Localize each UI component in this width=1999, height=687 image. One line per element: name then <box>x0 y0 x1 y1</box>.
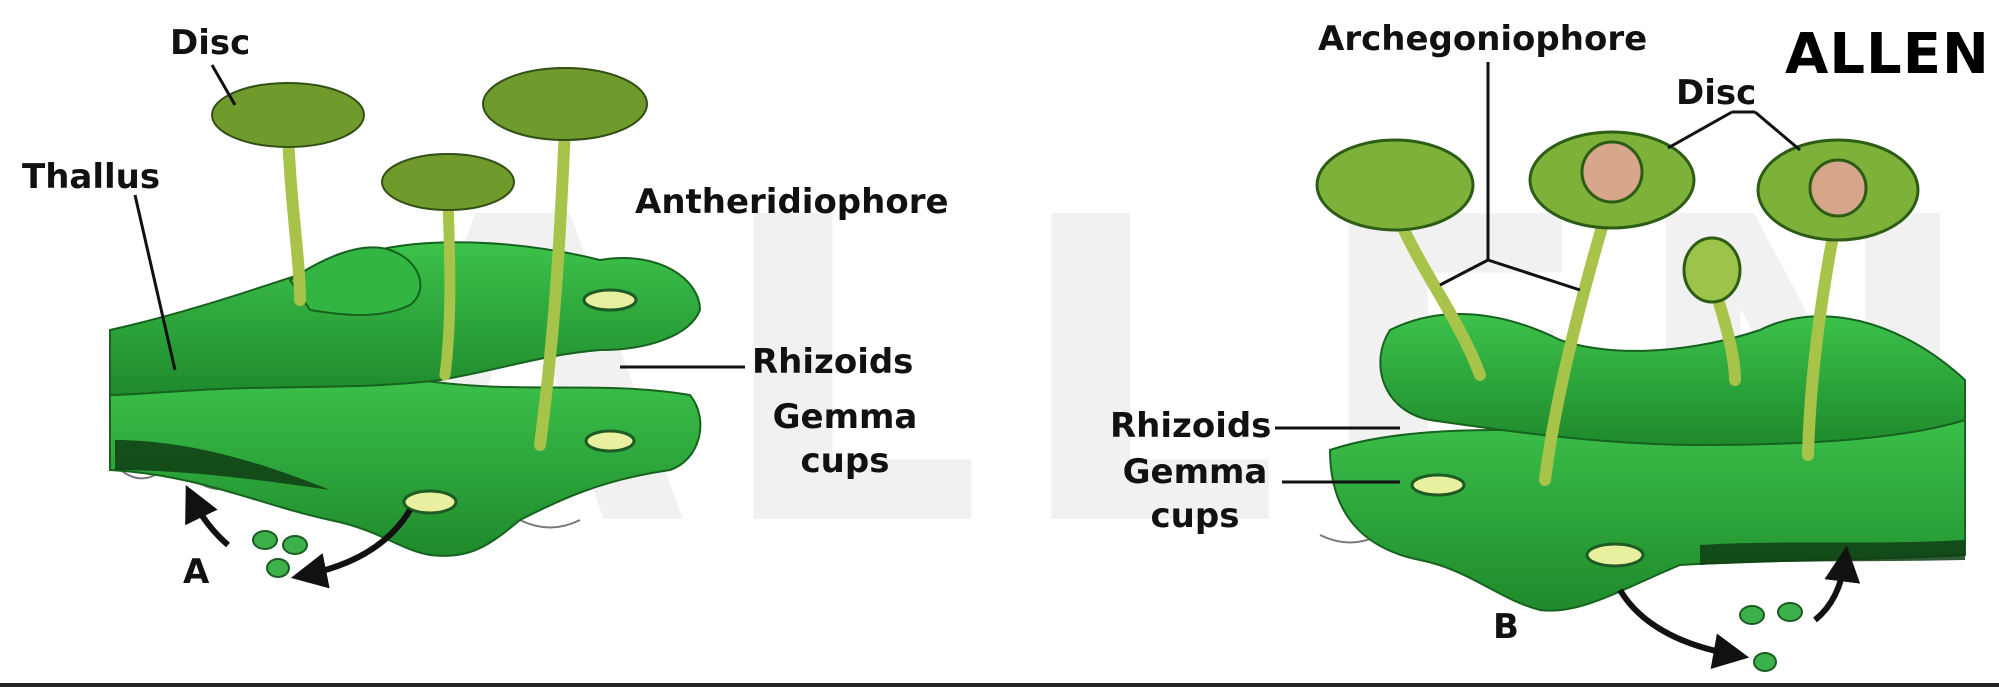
label-disc-a: Disc <box>170 23 251 63</box>
panel-b-leader-lines <box>1275 62 1801 484</box>
bottom-rule <box>0 683 1999 687</box>
panel-a-gemma-cup <box>402 288 638 515</box>
panel-b-arrow-up <box>1813 545 1861 623</box>
label-gemma-cups-b-line1: Gemma <box>1122 452 1268 492</box>
panel-a-gemmae <box>252 530 308 578</box>
panel-b-arrow-down <box>1617 588 1750 669</box>
label-thallus: Thallus <box>22 157 161 197</box>
panel-a-letter: A <box>183 552 210 592</box>
panel-a-thallus-lobe <box>288 246 422 316</box>
label-archegoniophore: Archegoniophore <box>1318 19 1648 59</box>
panel-b-plant <box>1275 62 1966 672</box>
panel-b-gemmae <box>1739 602 1803 672</box>
label-gemma-cups-b: Gemma cups <box>1110 452 1280 536</box>
panel-a-arrow-up <box>185 485 230 548</box>
panel-a-stalks <box>282 122 571 451</box>
label-rhizoids-b: Rhizoids <box>1110 406 1272 446</box>
panel-b-archegoniophore-heads <box>1315 130 1920 304</box>
label-disc-b: Disc <box>1676 73 1757 113</box>
panel-b-letter: B <box>1493 607 1519 647</box>
label-rhizoids-a: Rhizoids <box>752 342 914 382</box>
label-gemma-cups-b-line2: cups <box>1150 495 1240 536</box>
panel-a-discs <box>211 67 648 211</box>
label-gemma-cups-a-line2: cups <box>800 440 890 481</box>
panel-a-plant <box>109 64 745 589</box>
panel-a-leader-lines <box>133 64 745 371</box>
label-gemma-cups-a-line1: Gemma <box>772 397 918 437</box>
label-gemma-cups-a: Gemma cups <box>765 397 925 481</box>
panel-a-arrow-down <box>290 508 413 589</box>
panel-b-gemma-cup <box>1410 473 1645 568</box>
label-antheridiophore: Antheridiophore <box>635 182 949 222</box>
allen-logo: ALLEN <box>1785 22 1990 87</box>
